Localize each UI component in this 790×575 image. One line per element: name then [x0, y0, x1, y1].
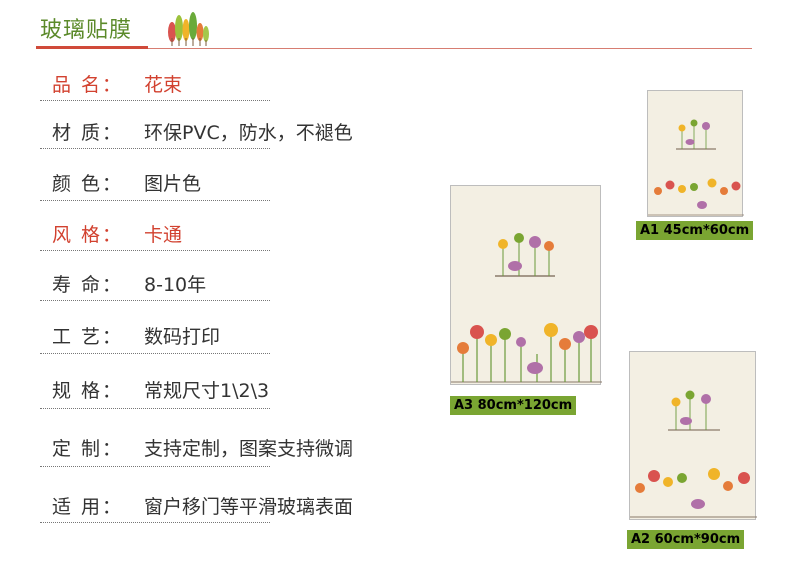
spec-value: 支持定制，图案支持微调: [144, 438, 354, 460]
spec-row-color: 颜 色： 图片色: [52, 169, 452, 209]
row-divider: [40, 300, 270, 301]
spec-row-lifespan: 寿 命： 8-10年: [52, 270, 452, 310]
spec-value: 常规尺寸1\2\3: [144, 380, 270, 402]
page-title: 玻璃贴膜: [40, 18, 133, 43]
product-preview-a1: [647, 90, 744, 217]
spec-value: 图片色: [144, 173, 202, 195]
flower-decal-illustration: [630, 390, 757, 518]
spec-row-process: 工 艺： 数码打印: [52, 322, 452, 362]
spec-row-name: 品 名： 花束: [52, 70, 452, 110]
spec-value: 8-10年: [144, 274, 207, 296]
spec-value: 窗户移门等平滑玻璃表面: [144, 496, 354, 518]
size-label-a3: A3 80cm*120cm: [450, 396, 577, 415]
spec-label: 颜 色：: [52, 173, 124, 195]
spec-row-style: 风 格： 卡通: [52, 220, 452, 260]
flower-decal-illustration: [648, 119, 744, 216]
title-underline: [36, 46, 148, 49]
spec-label: 适 用：: [52, 496, 124, 518]
spec-label: 寿 命：: [52, 274, 124, 296]
spec-label: 工 艺：: [52, 326, 124, 348]
spec-row-material: 材 质： 环保PVC，防水，不褪色: [52, 118, 452, 158]
spec-value: 环保PVC，防水，不褪色: [144, 122, 353, 144]
spec-label: 材 质：: [52, 122, 124, 144]
spec-label: 定 制：: [52, 438, 124, 460]
header-divider: [148, 48, 752, 49]
section-header: 玻璃贴膜: [0, 0, 790, 52]
spec-value: 卡通: [144, 224, 183, 246]
spec-label: 品 名：: [52, 74, 124, 96]
spec-label: 风 格：: [52, 224, 124, 246]
row-divider: [40, 466, 270, 467]
size-label-a1: A1 45cm*60cm: [636, 221, 754, 240]
row-divider: [40, 522, 270, 523]
row-divider: [40, 353, 270, 354]
spec-label: 规 格：: [52, 380, 124, 402]
spec-value: 数码打印: [144, 326, 221, 348]
spec-row-customization: 定 制： 支持定制，图案支持微调: [52, 434, 452, 474]
product-preview-a3: [450, 185, 602, 385]
spec-row-application: 适 用： 窗户移门等平滑玻璃表面: [52, 492, 452, 532]
row-divider: [40, 100, 270, 101]
flower-decal-illustration: [451, 233, 602, 383]
spec-value: 花束: [144, 74, 183, 96]
row-divider: [40, 408, 270, 409]
spec-row-specification: 规 格： 常规尺寸1\2\3: [52, 376, 452, 416]
row-divider: [40, 250, 270, 251]
size-label-a2: A2 60cm*90cm: [627, 530, 745, 549]
trees-icon: [168, 12, 209, 46]
row-divider: [40, 200, 270, 201]
product-preview-a2: [629, 351, 757, 520]
row-divider: [40, 148, 270, 149]
